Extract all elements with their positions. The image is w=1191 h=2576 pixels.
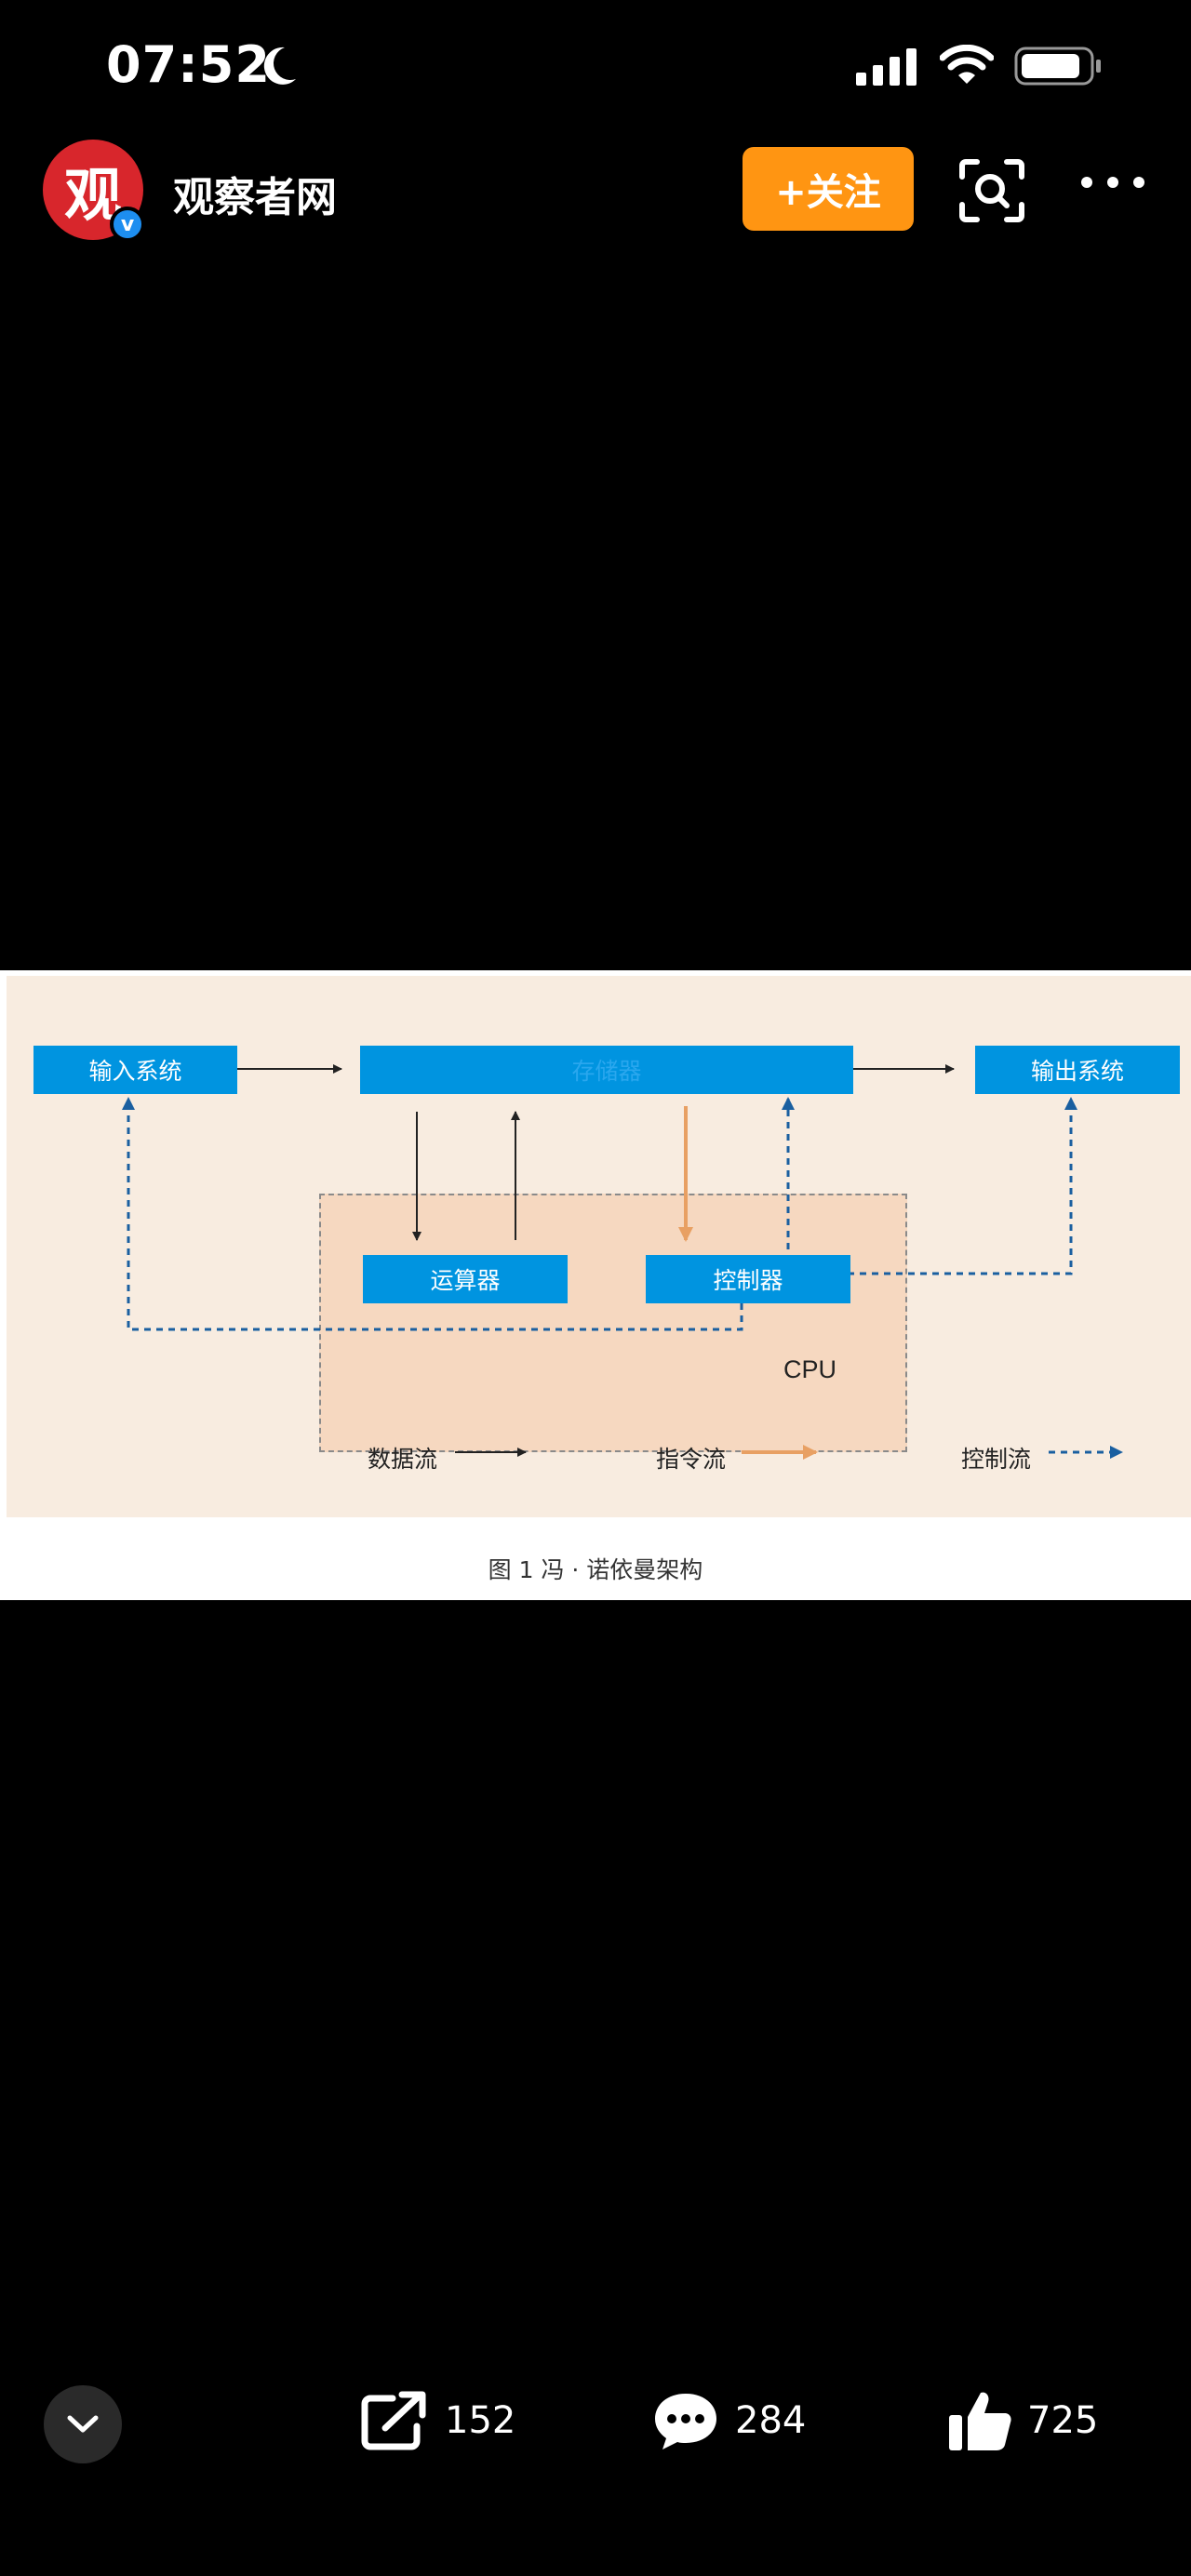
memory-box: 存储器 xyxy=(360,1046,853,1094)
scan-icon[interactable] xyxy=(958,158,1025,223)
status-time: 07:52 xyxy=(106,35,271,94)
article-figure[interactable]: 输入系统 存储器 输出系统 运算器 控制器 CPU 数据流 指令流 控制流 图 … xyxy=(0,970,1191,1600)
comment-count: 284 xyxy=(735,2399,807,2442)
legend-instruction-flow: 指令流 xyxy=(656,1446,727,1473)
share-button[interactable]: 152 xyxy=(361,2383,515,2458)
like-button[interactable]: 725 xyxy=(947,2383,1098,2458)
input-system-box: 输入系统 xyxy=(33,1046,237,1094)
diagram-arrows xyxy=(122,1064,1123,1460)
comment-icon xyxy=(655,2394,716,2449)
memory-label: 存储器 xyxy=(571,1058,642,1085)
like-count: 725 xyxy=(1027,2399,1099,2442)
wifi-icon xyxy=(940,45,994,84)
like-icon xyxy=(949,2392,1011,2450)
comment-button[interactable]: 284 xyxy=(651,2383,806,2458)
more-icon[interactable] xyxy=(1079,175,1146,190)
moon-icon xyxy=(263,47,296,85)
signal-icon xyxy=(856,48,917,86)
battery-icon xyxy=(1014,47,1101,86)
share-count: 152 xyxy=(445,2399,516,2442)
alu-box: 运算器 xyxy=(363,1255,568,1303)
chevron-down-icon xyxy=(67,2415,99,2433)
account-name[interactable]: 观察者网 xyxy=(173,174,337,221)
status-bar: 07:52 xyxy=(0,0,1191,140)
cpu-label: CPU xyxy=(783,1355,837,1383)
account-header: 观 v 观察者网 +关注 xyxy=(0,140,1191,251)
output-system-box: 输出系统 xyxy=(975,1046,1180,1094)
follow-button[interactable]: +关注 xyxy=(743,147,914,231)
von-neumann-diagram: 输入系统 存储器 输出系统 运算器 控制器 CPU 数据流 指令流 控制流 xyxy=(7,976,1191,1517)
share-icon xyxy=(361,2391,426,2450)
verified-icon: v xyxy=(110,207,145,242)
arrow-controller-to-input xyxy=(122,1097,743,1331)
legend-data-flow: 数据流 xyxy=(368,1446,438,1473)
controller-box: 控制器 xyxy=(646,1255,850,1303)
figure-caption: 图 1 冯 · 诺依曼架构 xyxy=(488,1556,703,1583)
legend-control-flow: 控制流 xyxy=(961,1446,1032,1473)
bottom-action-bar: 152 284 725 xyxy=(0,2363,1191,2484)
collapse-button[interactable] xyxy=(44,2385,122,2463)
arrow-controller-to-output xyxy=(848,1097,1077,1275)
